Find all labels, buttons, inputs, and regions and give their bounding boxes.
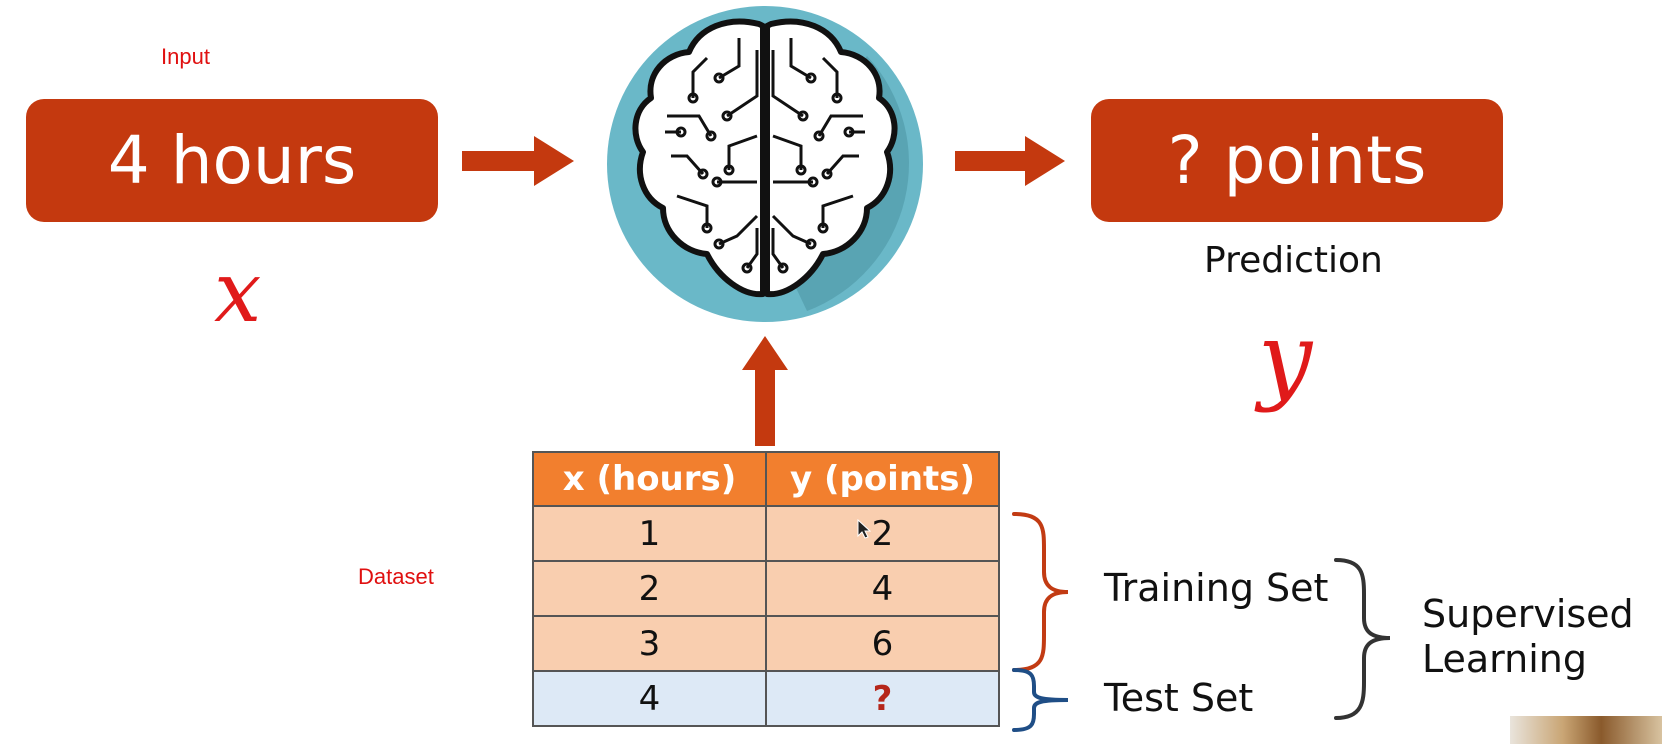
right-arrow-icon xyxy=(462,136,574,186)
prediction-caption: Prediction xyxy=(1204,240,1383,281)
curly-brace-icon xyxy=(1334,558,1391,720)
curly-brace-icon xyxy=(1012,668,1069,732)
cell-y: 2 xyxy=(765,505,1000,562)
dataset-table: x (hours) y (points) 1 2 2 4 3 6 4 ? xyxy=(532,451,1000,727)
cell-y: 6 xyxy=(765,615,1000,672)
up-arrow-icon xyxy=(742,336,788,446)
supervised-line1: Supervised xyxy=(1422,592,1634,636)
unknown-value: ? xyxy=(872,678,893,719)
dataset-label: Dataset xyxy=(358,564,434,589)
training-set-label: Training Set xyxy=(1104,566,1329,610)
handwritten-y: y xyxy=(1258,302,1313,414)
right-arrow-icon xyxy=(955,136,1065,186)
supervised-learning-label: Supervised Learning xyxy=(1422,592,1634,682)
brain-circuit-icon xyxy=(607,6,923,322)
cell-x: 1 xyxy=(532,505,767,562)
cell-y-value: 2 xyxy=(871,513,894,554)
table-row-test: 4 ? xyxy=(532,670,1000,727)
table-row: 3 6 xyxy=(532,615,1000,672)
input-label: Input xyxy=(161,44,210,69)
test-set-label: Test Set xyxy=(1104,676,1254,720)
input-box-text: 4 hours xyxy=(107,122,357,199)
mouse-cursor-icon xyxy=(857,519,871,539)
curly-brace-icon xyxy=(1012,512,1069,672)
output-box-text: ? points xyxy=(1167,122,1427,199)
supervised-line2: Learning xyxy=(1422,637,1587,681)
cell-x: 4 xyxy=(532,670,767,727)
webcam-thumbnail xyxy=(1510,716,1662,744)
table-row: 1 2 xyxy=(532,505,1000,562)
cell-x: 3 xyxy=(532,615,767,672)
output-box: ? points xyxy=(1091,99,1503,222)
cell-x: 2 xyxy=(532,560,767,617)
table-row: 2 4 xyxy=(532,560,1000,617)
handwritten-x: x xyxy=(214,243,262,341)
input-box: 4 hours xyxy=(26,99,438,222)
cell-y: 4 xyxy=(765,560,1000,617)
column-header-y: y (points) xyxy=(765,451,1000,507)
cell-y: ? xyxy=(765,670,1000,727)
table-header-row: x (hours) y (points) xyxy=(532,451,1000,507)
column-header-x: x (hours) xyxy=(532,451,767,507)
